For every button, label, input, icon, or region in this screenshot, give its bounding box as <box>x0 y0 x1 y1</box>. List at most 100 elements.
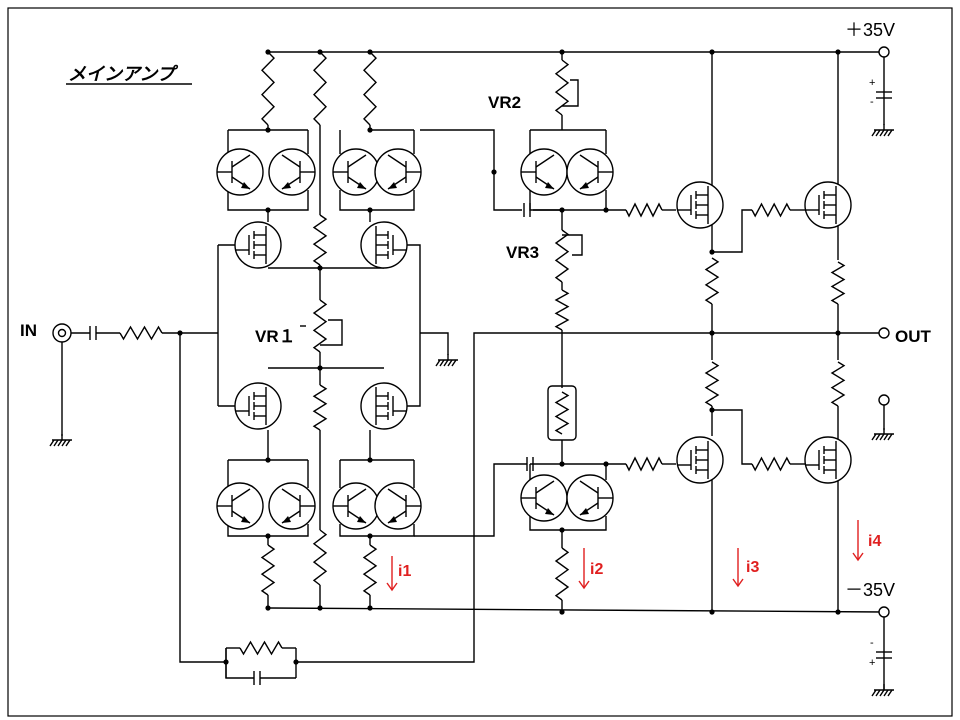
polarity-plus-top: + <box>869 77 875 89</box>
polarity-minus-top: - <box>870 96 874 108</box>
frame <box>7 7 953 717</box>
resistor <box>313 51 327 126</box>
thermistor-box <box>547 385 577 441</box>
wire <box>339 190 415 211</box>
current-arrow <box>852 520 864 562</box>
ground-symbol <box>871 684 894 697</box>
junction-dot <box>367 605 373 611</box>
wire <box>414 498 495 537</box>
current-label-i3: i3 <box>746 559 759 576</box>
terminal <box>878 327 890 339</box>
terminal <box>878 394 890 406</box>
polarity-minus-bottom: - <box>870 637 874 649</box>
terminal <box>878 46 890 58</box>
capacitor <box>89 326 97 340</box>
transistor <box>216 482 264 530</box>
terminal <box>878 606 890 618</box>
current-label-i4: i4 <box>868 533 881 550</box>
junction-dot <box>559 609 565 615</box>
wire <box>369 125 414 131</box>
transistor <box>520 148 568 196</box>
junction-dot <box>177 330 183 336</box>
vr3-label: VR3 <box>506 243 539 262</box>
transistor <box>332 148 380 196</box>
resistor <box>260 544 276 596</box>
resistor <box>751 456 791 472</box>
junction-dot <box>265 207 271 213</box>
junction-dot <box>835 330 841 336</box>
fet-transistor <box>804 436 852 484</box>
input-jack-center <box>57 328 67 338</box>
wire <box>562 79 579 107</box>
wiring <box>61 51 885 690</box>
junction-dot <box>559 527 565 533</box>
vr2-label: VR2 <box>488 93 521 112</box>
junction-dot <box>559 207 565 213</box>
ground-symbol <box>871 428 894 441</box>
junction-dot <box>317 49 323 55</box>
resistor <box>312 299 328 353</box>
capacitor <box>253 671 261 685</box>
resistor <box>362 544 378 596</box>
wire <box>562 234 583 256</box>
neg-supply-label: －35V <box>845 580 895 600</box>
junction-dot <box>317 365 323 371</box>
resistor <box>704 361 720 407</box>
current-arrow <box>386 556 398 592</box>
junction-dot <box>603 207 609 213</box>
resistor <box>554 59 570 116</box>
resistor <box>312 384 328 431</box>
pos-supply-label: ＋35V <box>845 20 895 40</box>
resistor <box>751 202 791 218</box>
page-title: メインアンプ <box>68 64 179 84</box>
wire <box>529 516 607 531</box>
transistor <box>374 148 422 196</box>
current-arrow <box>578 548 590 590</box>
resistor <box>554 391 570 435</box>
current-arrow <box>732 548 744 588</box>
fet-transistor <box>676 181 724 229</box>
transistor <box>268 148 316 196</box>
junction-dot <box>709 609 715 615</box>
resistor <box>554 547 570 601</box>
resistor <box>554 289 570 331</box>
wire <box>225 648 254 679</box>
output-label: OUT <box>895 327 932 346</box>
input-label: IN <box>20 321 37 340</box>
fet-transistor <box>804 181 852 229</box>
junction-dot <box>265 49 271 55</box>
junction-dot <box>223 659 229 665</box>
fet-transistor <box>234 382 282 430</box>
current-label-i1: i1 <box>398 563 411 580</box>
junction-dot <box>709 49 715 55</box>
junction-dot <box>709 407 715 413</box>
wire <box>269 607 885 613</box>
capacitor <box>526 457 534 471</box>
junction-dot <box>835 49 841 55</box>
resistor <box>261 51 275 126</box>
junction-dot <box>317 605 323 611</box>
wire <box>420 332 449 355</box>
fet-transistor <box>234 221 282 269</box>
fet-transistor <box>360 382 408 430</box>
junction-dot <box>367 207 373 213</box>
transistor <box>216 148 264 196</box>
transistor <box>268 482 316 530</box>
fet-transistor <box>360 221 408 269</box>
resistor <box>704 257 720 305</box>
ground-symbol <box>871 124 894 137</box>
wire <box>179 333 226 663</box>
wire <box>529 190 607 211</box>
resistor <box>830 261 846 305</box>
resistor <box>363 51 377 126</box>
resistor <box>312 529 328 586</box>
resistor <box>554 229 570 283</box>
transistor <box>566 148 614 196</box>
wire <box>712 209 752 253</box>
junction-dot <box>265 605 271 611</box>
junction-dot <box>559 461 565 467</box>
vr1-label: VR１ <box>255 327 296 346</box>
junction-dot <box>367 49 373 55</box>
transistor <box>520 474 568 522</box>
